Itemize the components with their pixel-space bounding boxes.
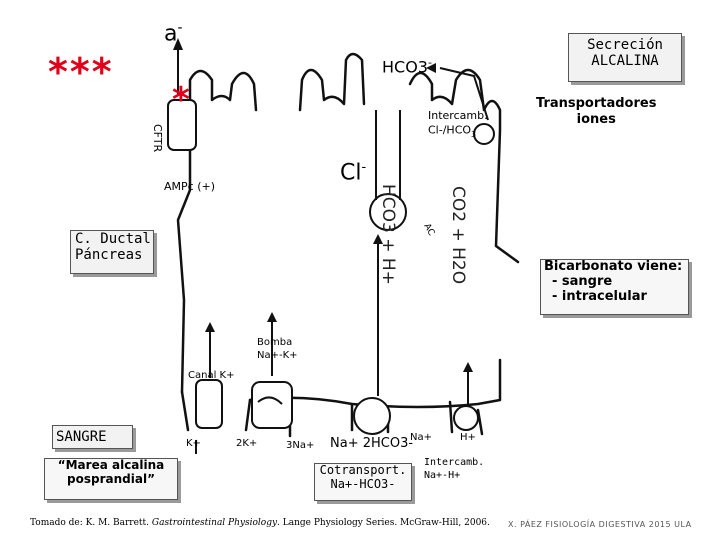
bicarbonate-line3: - intracelular	[552, 288, 647, 304]
apical-exchanger-sub: 3	[471, 130, 477, 140]
bicarbonate-line1: Bicarbonato viene:	[544, 259, 683, 274]
secretion-title-box: Secreción ALCALINA	[568, 33, 682, 82]
blood-box: SANGRE	[52, 425, 133, 449]
basal-exchanger-line1: Intercamb.	[424, 457, 485, 468]
transporters-label: Transportadores iones	[536, 96, 656, 129]
anion-charge: -	[177, 20, 183, 36]
hco3-charge: -	[427, 56, 432, 69]
apical-exchanger-label: Intercamb. Cl-/HCO3-	[428, 109, 488, 140]
apical-exchanger-hco: -/HCO	[438, 123, 472, 137]
transporters-line1: Transportadores	[536, 96, 657, 111]
basal-exchanger-line2: Na+-H+	[424, 470, 461, 481]
transporters-line2: iones	[576, 112, 616, 128]
apical-exchanger-sup: -	[476, 122, 480, 132]
source-prefix: Tomado de: K. M. Barrett.	[30, 518, 152, 528]
duct-cell-line1: C. Ductal	[75, 231, 151, 247]
source-suffix: . Lange Physiology Series. McGraw-Hill, …	[277, 518, 490, 528]
source-citation: Tomado de: K. M. Barrett. Gastrointestin…	[30, 518, 490, 528]
source-italic: Gastrointestinal Physiology	[151, 518, 278, 528]
cftr-label: CFTR	[151, 124, 164, 153]
k-channel-label: Canal K+	[188, 370, 235, 381]
ion-na-hco3: Na+ 2HCO3-	[330, 436, 414, 451]
anion-text: a	[164, 21, 178, 47]
ion-2k: 2K+	[236, 438, 258, 449]
apical-exchanger-line1: Intercamb.	[428, 109, 488, 122]
alkaline-tide-box: “Marea alcalina posprandial”	[44, 458, 178, 500]
anion-label: a-	[164, 20, 183, 46]
red-star-single: *	[172, 80, 190, 120]
secretion-title-line2: ALCALINA	[591, 53, 659, 70]
pump-line1: Bomba	[257, 337, 293, 348]
cotransport-line2: Na+-HCO3-	[330, 476, 396, 491]
cotransport-box: Cotransport. Na+-HCO3-	[314, 463, 412, 501]
red-stars: ***	[48, 50, 114, 94]
hco3-lumen-label: HCO3-	[382, 56, 432, 76]
hco3-text: HCO3	[382, 57, 428, 77]
cotransport-line1: Cotransport.	[319, 463, 407, 477]
alkaline-tide-line1: “Marea alcalina	[57, 458, 165, 472]
credit-label: X. PÁEZ FISIOLOGÍA DIGESTIVA 2015 ULA	[508, 520, 692, 529]
ion-3na: 3Na+	[286, 440, 315, 451]
carbonic-reaction-right: CO2 + H2O	[448, 186, 468, 285]
ion-k: K+	[186, 438, 201, 449]
pump-line2: Na+-K+	[257, 349, 298, 361]
duct-cell-line2: Páncreas	[75, 247, 143, 264]
ampc-label: AMPc (+)	[164, 180, 215, 193]
bicarbonate-line2: - sangre	[552, 273, 613, 289]
chloride-text: Cl	[340, 160, 362, 186]
basal-exchanger-label: Intercamb. Na+-H+	[424, 456, 484, 482]
chloride-label: Cl-	[340, 160, 366, 185]
chloride-charge: -	[361, 160, 367, 175]
carbonic-reaction-left: HCO3 + H+	[378, 184, 398, 285]
apical-exchanger-cl: Cl	[428, 123, 439, 137]
secretion-title-line1: Secreción	[587, 37, 663, 53]
ion-h: H+	[460, 432, 476, 443]
alkaline-tide-line2: posprandial”	[67, 471, 155, 486]
pump-label: Bomba Na+-K+	[257, 337, 298, 362]
apical-exchanger-line2: Cl-/HCO3-	[428, 122, 488, 139]
ion-na: Na+	[410, 432, 432, 443]
duct-cell-box: C. Ductal Páncreas	[70, 230, 154, 274]
bicarbonate-box: Bicarbonato viene: - sangre - intracelul…	[540, 259, 689, 315]
